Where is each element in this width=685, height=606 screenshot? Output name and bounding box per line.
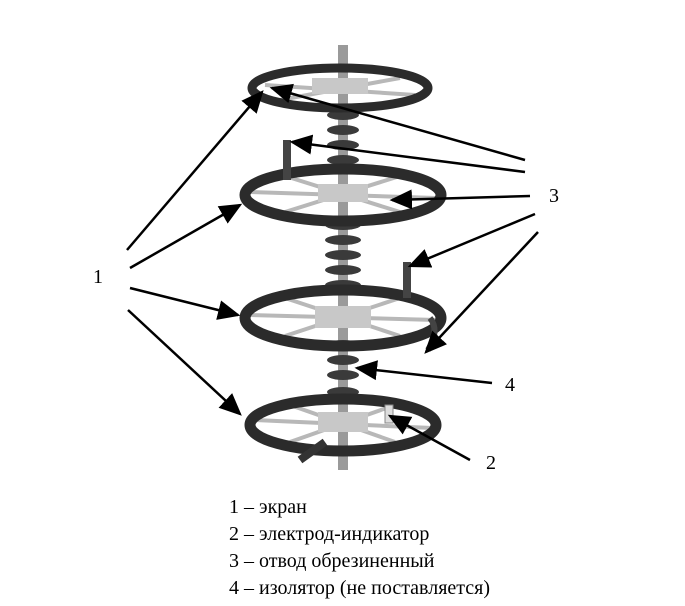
callout-3: 3 bbox=[549, 185, 559, 207]
callout-4: 4 bbox=[505, 374, 515, 396]
ring-4 bbox=[244, 393, 442, 464]
ring-2 bbox=[239, 140, 447, 227]
legend-item: 3 – отвод обрезиненный bbox=[229, 550, 435, 572]
leader-lines bbox=[126, 83, 539, 462]
legend-item: 2 – электрод-индикатор bbox=[229, 523, 430, 545]
legend-item: 1 – экран bbox=[229, 496, 307, 518]
legend: 1 – экран 2 – электрод-индикатор 3 – отв… bbox=[229, 494, 490, 602]
callout-2: 2 bbox=[486, 452, 496, 474]
legend-item: 4 – изолятор (не поставляется) bbox=[229, 577, 491, 599]
ring-3 bbox=[239, 262, 447, 352]
callout-1: 1 bbox=[93, 266, 103, 288]
screen-rings bbox=[239, 63, 447, 464]
